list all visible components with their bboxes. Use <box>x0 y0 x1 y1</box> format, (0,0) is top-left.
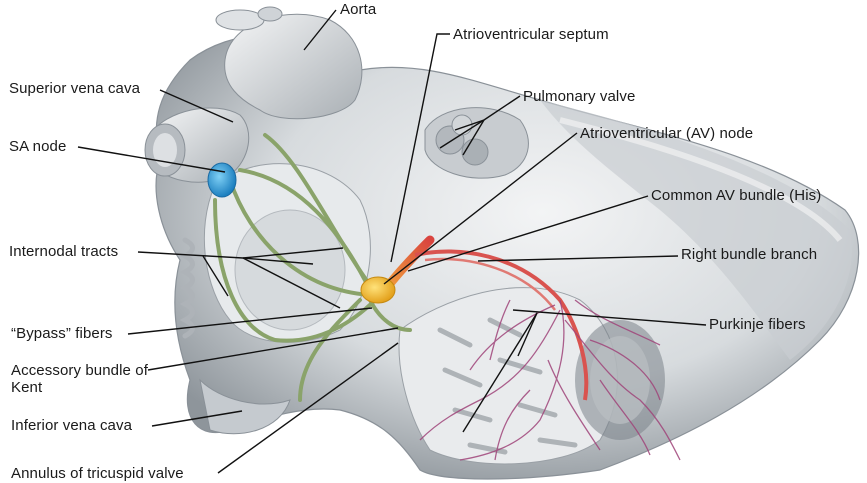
heart-body <box>155 34 860 480</box>
label-annulus-tricuspid-valve: Annulus of tricuspid valve <box>11 465 184 482</box>
pulmonary-valve-shape <box>424 107 529 179</box>
internodal-tracts-shape <box>213 133 412 402</box>
sa-node-shape <box>207 162 237 198</box>
label-pulmonary-valve: Pulmonary valve <box>523 88 636 105</box>
av-node-shape <box>360 276 396 304</box>
label-purkinje-fibers: Purkinje fibers <box>709 316 806 333</box>
label-internodal-tracts: Internodal tracts <box>9 243 119 260</box>
label-sa-node: SA node <box>9 138 67 155</box>
label-right-bundle-branch: Right bundle branch <box>681 246 818 263</box>
label-common-av-bundle: Common AV bundle (His) <box>651 187 822 204</box>
label-aorta: Aorta <box>340 1 377 18</box>
label-bypass-fibers: “Bypass” fibers <box>11 325 113 342</box>
label-accessory-bundle-of-kent: Accessory bundle of Kent <box>11 362 148 396</box>
label-inferior-vena-cava: Inferior vena cava <box>11 417 133 434</box>
aorta-shape <box>215 6 363 120</box>
label-superior-vena-cava: Superior vena cava <box>9 80 141 97</box>
label-av-septum: Atrioventricular septum <box>453 26 609 43</box>
inferior-vena-cava-shape <box>199 378 291 435</box>
purkinje-fibers-shape <box>419 299 681 461</box>
label-av-node: Atrioventricular (AV) node <box>580 125 754 142</box>
